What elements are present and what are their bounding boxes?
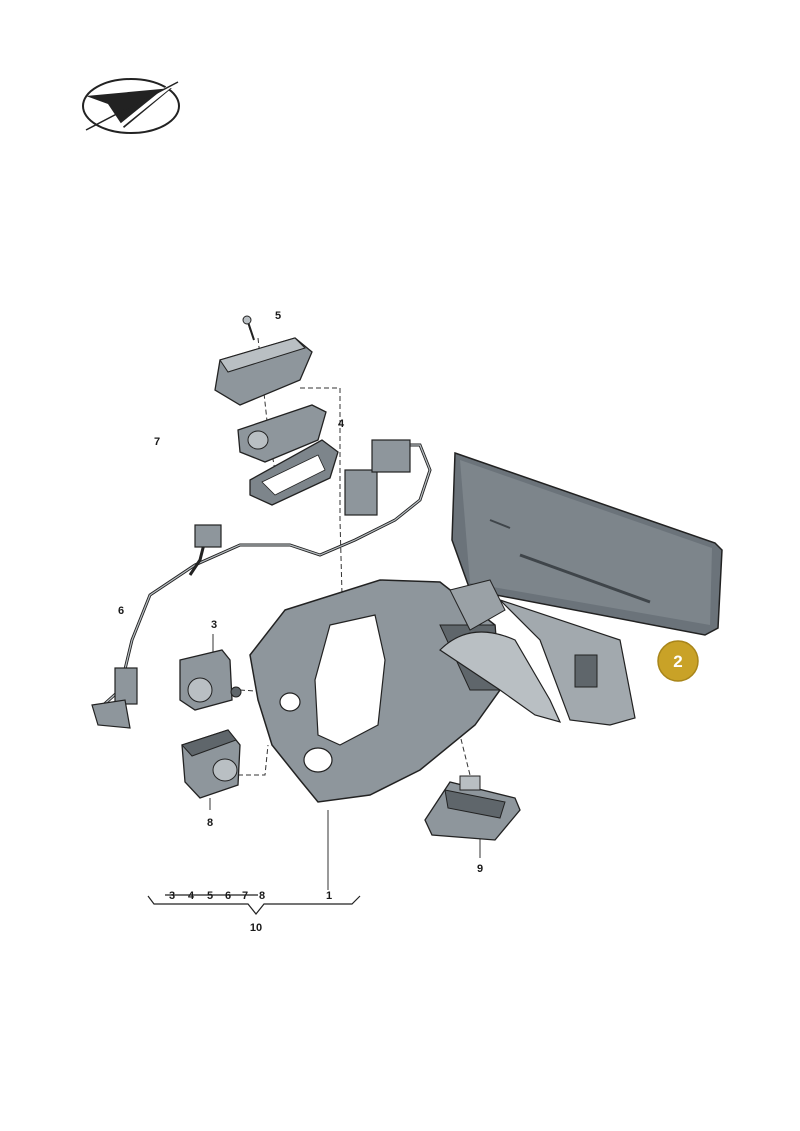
group-item: 6 [225, 890, 231, 902]
part-9-button-unit[interactable] [424, 775, 521, 841]
callout-8[interactable]: 8 [207, 817, 213, 829]
callout-1[interactable]: 1 [326, 890, 332, 902]
part-3-motor[interactable] [179, 649, 242, 711]
callout-6[interactable]: 6 [118, 605, 124, 617]
harness-connectors [91, 439, 411, 729]
group-item: 7 [242, 890, 248, 902]
group-bracket [147, 894, 361, 915]
part-1-filler-housing[interactable] [249, 579, 636, 803]
callout-5[interactable]: 5 [275, 310, 281, 322]
group-item: 5 [207, 890, 213, 902]
group-items-row: 3 4 5 6 7 8 [169, 890, 265, 902]
part-2-flap-panel[interactable] [451, 451, 723, 636]
part-5-bracket[interactable] [214, 315, 313, 406]
callout-3[interactable]: 3 [211, 619, 217, 631]
callout-10[interactable]: 10 [250, 922, 262, 934]
group-item: 3 [169, 890, 175, 902]
badge-label: 2 [673, 652, 682, 671]
callout-7[interactable]: 7 [154, 436, 160, 448]
part-4-actuator[interactable] [237, 404, 339, 506]
brand-logo [82, 78, 180, 134]
group-item: 4 [188, 890, 195, 902]
group-item: 8 [259, 890, 265, 902]
callout-9[interactable]: 9 [477, 863, 483, 875]
callout-4[interactable]: 4 [338, 418, 345, 430]
part-8-switch[interactable] [181, 729, 241, 799]
part-2-badge[interactable]: 2 [657, 640, 699, 682]
